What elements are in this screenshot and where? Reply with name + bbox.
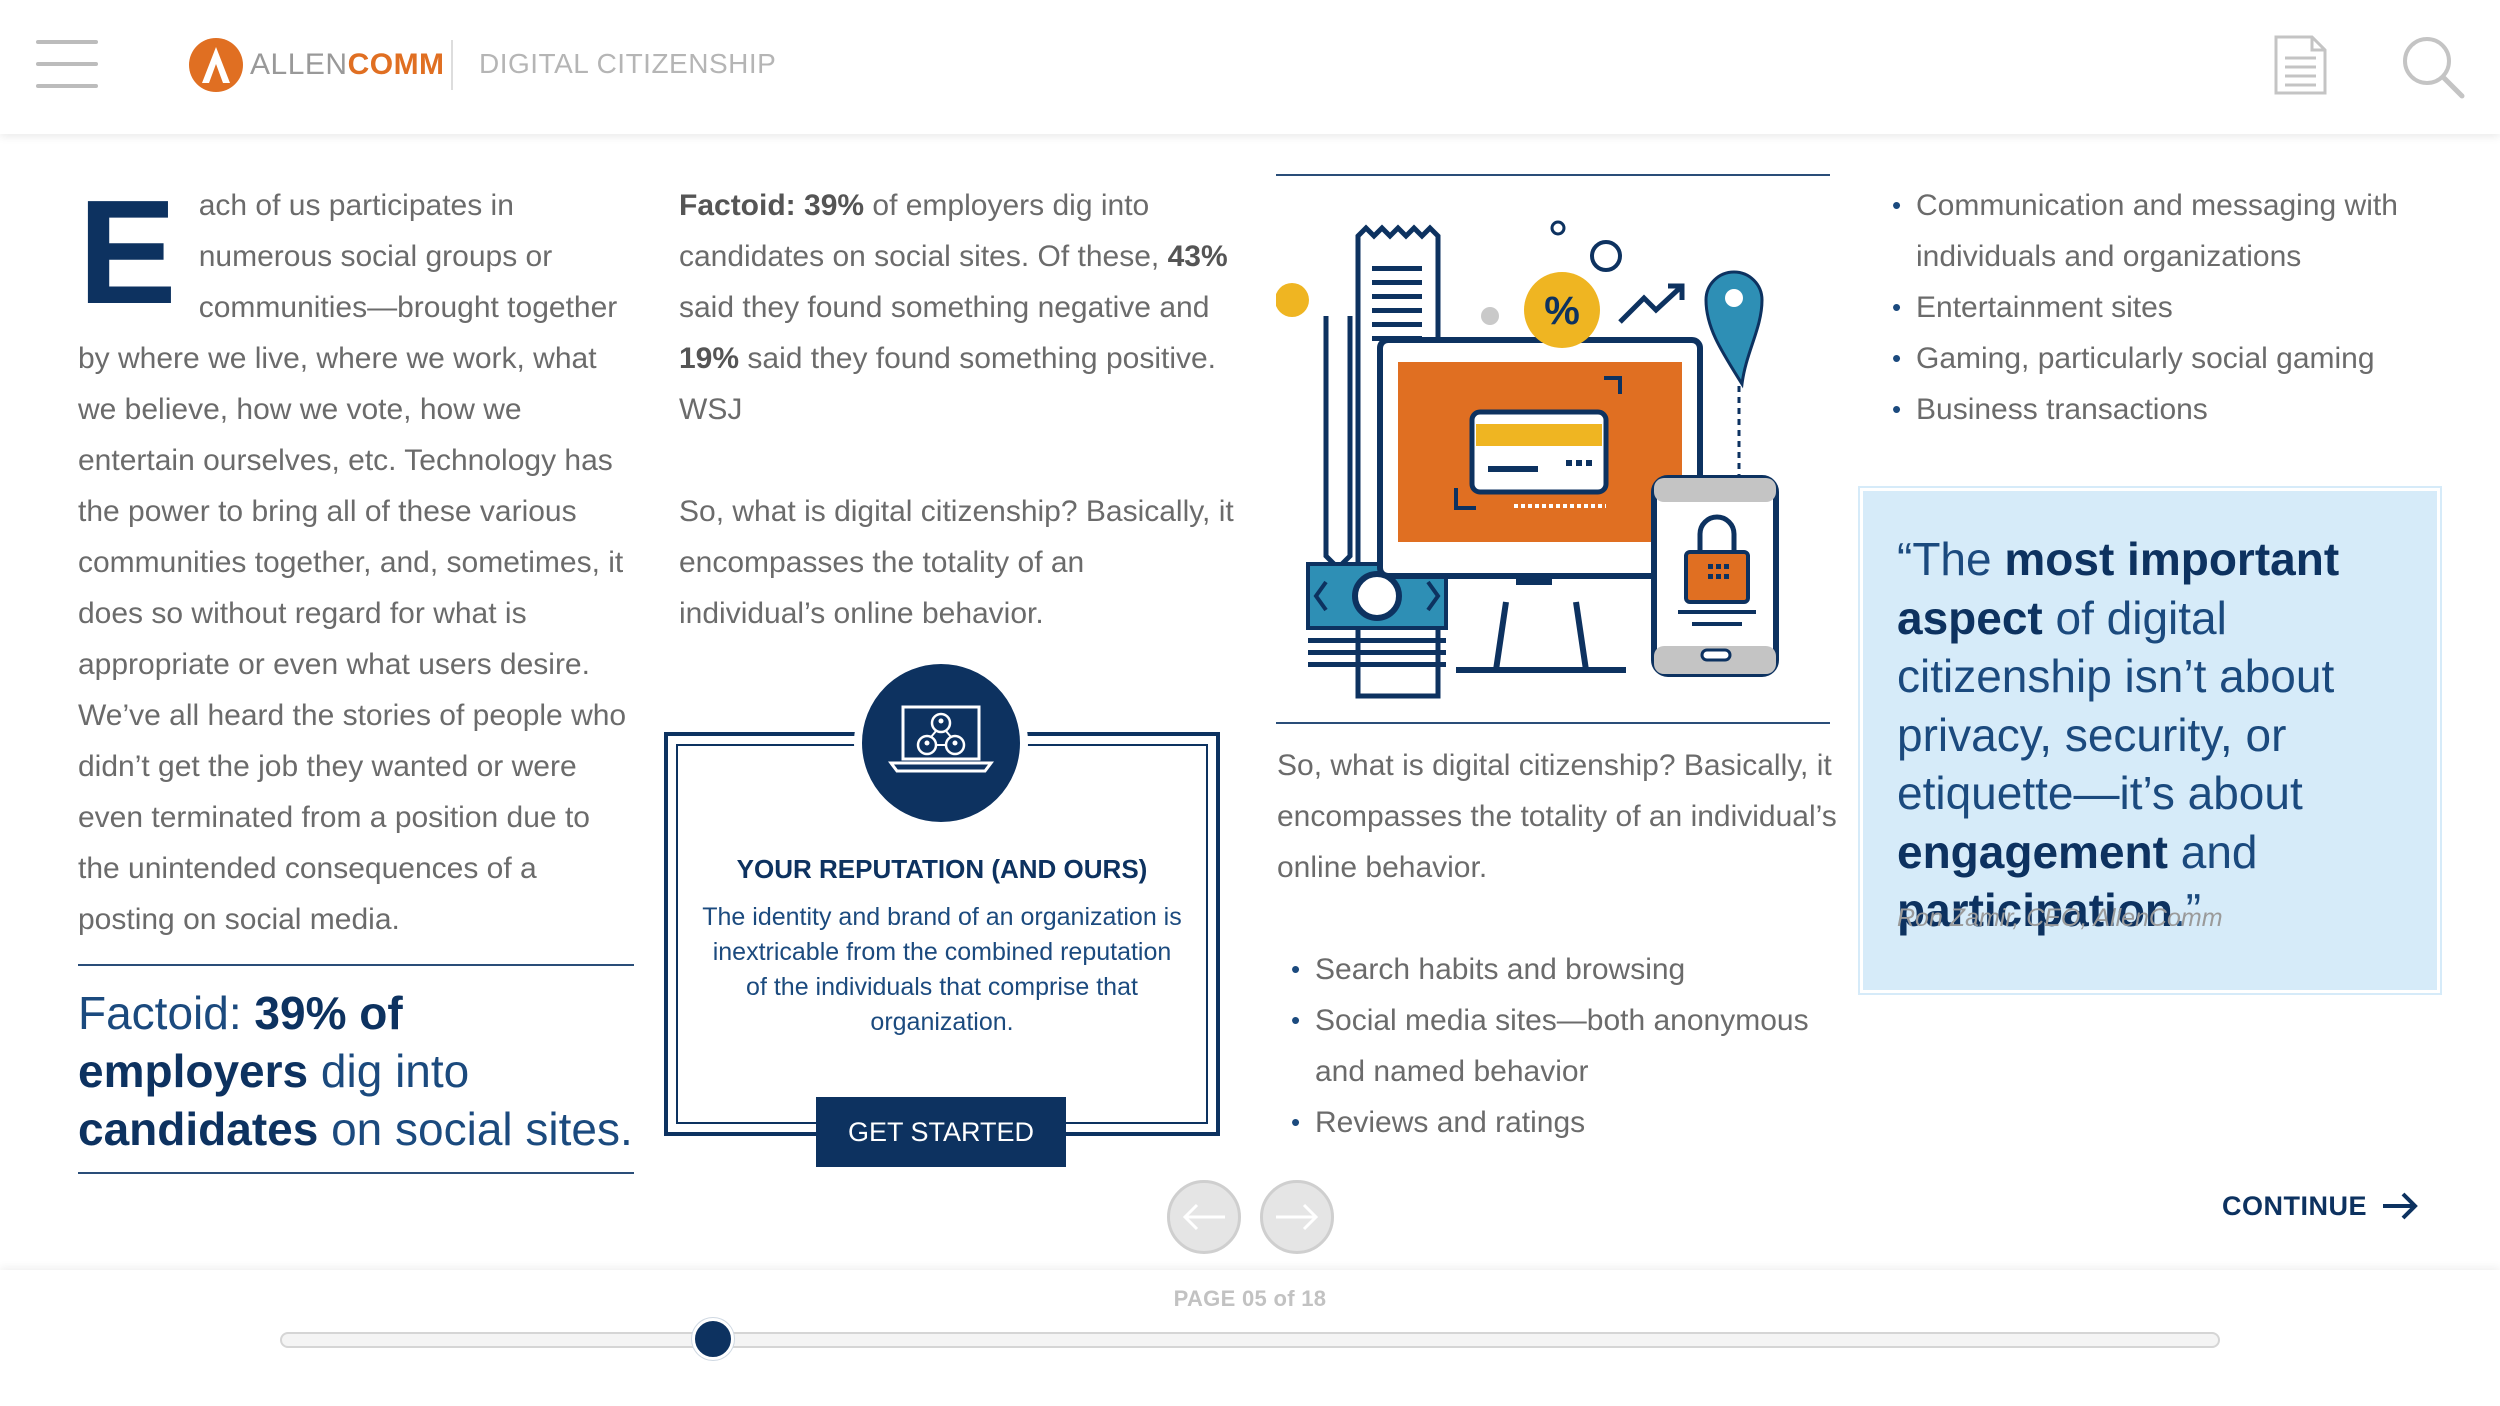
hamburger-icon[interactable] bbox=[36, 40, 98, 92]
previous-page-button[interactable] bbox=[1167, 1180, 1241, 1254]
document-icon[interactable] bbox=[2272, 34, 2328, 96]
factoid-callout-part: Factoid: bbox=[78, 987, 255, 1039]
factoid-text: of employers dig into candidates on soci… bbox=[679, 189, 1168, 273]
quote-part: “The bbox=[1897, 533, 2005, 585]
illustration-bottom-rule bbox=[1276, 722, 1830, 724]
online-shopping-illustration: % bbox=[1276, 220, 1779, 699]
card-description: The identity and brand of an organizatio… bbox=[702, 903, 1182, 1036]
arrow-left-icon bbox=[1182, 1203, 1225, 1231]
factoid-stat: 19% bbox=[679, 342, 740, 375]
header-divider bbox=[451, 40, 453, 90]
factoid-callout-emphasis: candidates bbox=[78, 1103, 319, 1155]
factoid-callout-emphasis: 39% of employers bbox=[78, 987, 403, 1097]
network-laptop-icon bbox=[854, 656, 1028, 830]
list-item: Reviews and ratings bbox=[1277, 1097, 1837, 1148]
pull-quote-text: “The most important aspect of digital ci… bbox=[1897, 530, 2432, 940]
quote-emphasis: engagement bbox=[1897, 825, 2168, 878]
illustration-top-rule bbox=[1276, 174, 1830, 176]
factoid-label: Factoid: bbox=[679, 189, 796, 222]
factoid-callout-part: dig into bbox=[308, 1045, 470, 1097]
course-title: DIGITAL CITIZENSHIP bbox=[479, 48, 777, 79]
behavior-column: So, what is digital citizenship? Basical… bbox=[1277, 740, 1837, 1148]
intro-column: E ach of us participates in numerous soc… bbox=[78, 170, 633, 945]
intro-body-text: ach of us participates in numerous socia… bbox=[78, 189, 627, 936]
list-item: Gaming, particularly social gaming bbox=[1878, 333, 2458, 384]
next-page-button[interactable] bbox=[1260, 1180, 1334, 1254]
quote-emphasis: most important aspect bbox=[1897, 533, 2340, 644]
progress-slider-thumb[interactable] bbox=[691, 1318, 734, 1360]
factoid-top-rule bbox=[78, 964, 634, 966]
quote-emphasis: participation bbox=[1897, 884, 2174, 936]
behavior-list: Search habits and browsing Social media … bbox=[1277, 944, 1837, 1148]
definition-paragraph: So, what is digital citizenship? Basical… bbox=[679, 495, 1234, 630]
factoid-bottom-rule bbox=[78, 1172, 634, 1174]
arrow-right-icon bbox=[2383, 1192, 2418, 1220]
list-item: Communication and messaging with individ… bbox=[1878, 180, 2458, 282]
list-item: Social media sites—both anonymous and na… bbox=[1277, 995, 1837, 1097]
progress-slider-track[interactable] bbox=[280, 1332, 2220, 1348]
quote-part: .” bbox=[2173, 884, 2202, 936]
factoid-text: said they found something positive. WSJ bbox=[679, 342, 1216, 426]
factoid-stat: 39% bbox=[804, 189, 865, 222]
list-item: Entertainment sites bbox=[1878, 282, 2458, 333]
quote-author: Ron Zamir, CEO, AllenComm bbox=[1897, 904, 2223, 932]
quote-part: of digital citizenship isn’t about priva… bbox=[1897, 591, 2335, 820]
list-item: Search habits and browsing bbox=[1277, 944, 1837, 995]
factoid-column: Factoid: 39% of employers dig into candi… bbox=[679, 180, 1234, 690]
factoid-paragraph: Factoid: 39% of employers dig into candi… bbox=[679, 180, 1234, 435]
factoid-text: said they found something negative and bbox=[679, 291, 1210, 324]
list-item: Business transactions bbox=[1878, 384, 2458, 435]
factoid-callout-part: on social sites. bbox=[318, 1103, 633, 1155]
logo-text: ALLENCOMM bbox=[250, 48, 445, 82]
allencomm-logo: ALLENCOMM bbox=[188, 34, 445, 96]
logo-text-comm: COMM bbox=[347, 48, 445, 81]
allencomm-logo-mark-icon bbox=[189, 38, 243, 92]
behavior-list-2: Communication and messaging with individ… bbox=[1878, 180, 2458, 435]
search-icon[interactable] bbox=[2400, 34, 2466, 100]
factoid-stat: 43% bbox=[1167, 240, 1228, 273]
continue-button[interactable]: CONTINUE bbox=[2222, 1190, 2421, 1222]
dropcap-letter: E bbox=[78, 170, 177, 335]
definition-paragraph-repeat: So, what is digital citizenship? Basical… bbox=[1277, 749, 1837, 884]
arrow-right-icon bbox=[1276, 1203, 1319, 1231]
behavior-list-continued: Communication and messaging with individ… bbox=[1878, 180, 2458, 435]
pull-quote-box bbox=[1858, 486, 2442, 995]
quote-part: and bbox=[2167, 825, 2258, 878]
continue-label: CONTINUE bbox=[2222, 1190, 2367, 1221]
get-started-button[interactable]: GET STARTED bbox=[816, 1097, 1066, 1167]
svg-text:%: % bbox=[1544, 289, 1580, 333]
page-indicator: PAGE 05 of 18 bbox=[1173, 1286, 1327, 1311]
factoid-callout: Factoid: 39% of employers dig into candi… bbox=[78, 984, 638, 1158]
logo-text-allen: ALLEN bbox=[250, 48, 348, 81]
top-header: ALLENCOMM DIGITAL CITIZENSHIP bbox=[0, 0, 2500, 134]
card-title: YOUR REPUTATION (AND OURS) bbox=[736, 854, 1148, 884]
